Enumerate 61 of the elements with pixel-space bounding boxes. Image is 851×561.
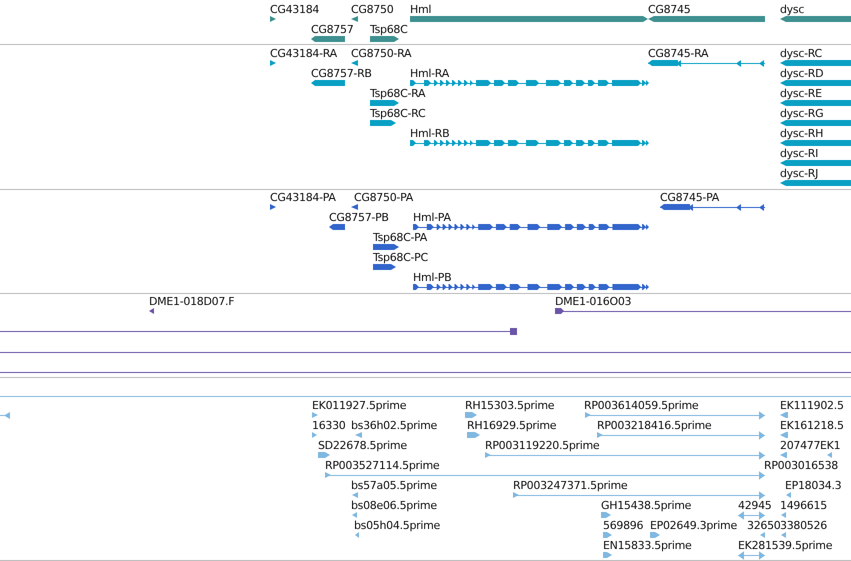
feature-name: RP003247371.5prime — [513, 479, 628, 492]
feature-name: CG43184-RA — [270, 47, 337, 60]
feature-name: 3380526 — [780, 519, 827, 532]
feature-name: RP003016538 — [764, 459, 838, 472]
feature-name: dysc-RJ — [780, 167, 818, 180]
feature-name: 42945 — [738, 499, 772, 512]
feature-name: Hml-RA — [410, 67, 449, 80]
feature-name: RH15303.5prime — [465, 399, 554, 412]
feature-name: CG8750-RA — [351, 47, 412, 60]
feature-name: GH15438.5prime — [601, 499, 692, 512]
feature-name: CG8745 — [648, 3, 690, 16]
feature-name: EK011927.5prime — [312, 399, 406, 412]
feature-name: bs36h02.5prime — [351, 419, 438, 432]
feature-name: CG8745-PA — [660, 191, 719, 204]
feature-name: CG8750 — [351, 3, 394, 16]
feature-name: Tsp68C — [370, 23, 408, 36]
feature-name: EK281539.5prime — [738, 539, 832, 552]
feature-name: EP02649.3prime — [650, 519, 737, 532]
feature-name: bs08e06.5prime — [351, 499, 437, 512]
feature-name: dysc-RG — [780, 107, 824, 120]
feature-name: CG8757 — [311, 23, 354, 36]
feature-name: bs57a05.5prime — [351, 479, 437, 492]
feature-name: RH16929.5prime — [467, 419, 556, 432]
feature-name: EP18034.3 — [785, 479, 842, 492]
feature-name: DME1-016O03 — [555, 295, 632, 308]
feature-name: EK1 — [820, 439, 840, 452]
feature-name: EK161218.5 — [780, 419, 844, 432]
feature-name: CG43184 — [270, 3, 320, 16]
feature-name: CG8750-PA — [354, 191, 413, 204]
feature-name: dysc — [780, 3, 804, 16]
feature-name: CG8757-PB — [329, 211, 389, 224]
feature-name: EN15833.5prime — [603, 539, 692, 552]
feature-name: Hml — [410, 3, 432, 16]
feature-name: dysc-RI — [780, 147, 818, 160]
feature-name: dysc-RC — [780, 47, 822, 60]
feature-name: 207477 — [780, 439, 820, 452]
feature-name: dysc-RH — [780, 127, 824, 140]
feature-name: CG8757-RB — [311, 67, 372, 80]
feature-name: EK111902.5 — [780, 399, 844, 412]
feature-name: Hml-PA — [413, 211, 451, 224]
feature-name: Hml-PB — [413, 271, 452, 284]
feature-name: RP003119220.5prime — [485, 439, 600, 452]
feature-name: Hml-RB — [410, 127, 450, 140]
feature-name: RP003527114.5prime — [325, 459, 440, 472]
feature-name: CG8745-RA — [648, 47, 708, 60]
feature-name: 16330 — [312, 419, 346, 432]
feature-name: Tsp68C-RA — [370, 87, 426, 100]
feature-name: CG43184-PA — [270, 191, 336, 204]
feature-name: SD22678.5prime — [318, 439, 407, 452]
feature-name: Tsp68C-PA — [373, 231, 428, 244]
feature-name: DME1-018D07.F — [149, 295, 234, 308]
feature-name: RP003614059.5prime — [584, 399, 698, 412]
feature-name: dysc-RD — [780, 67, 824, 80]
feature-name: Tsp68C-PC — [373, 251, 428, 264]
feature-name: 1496615 — [780, 499, 827, 512]
feature-name: 569896 — [603, 519, 644, 532]
feature-name: 32650 — [747, 519, 780, 532]
feature-name: Tsp68C-RC — [370, 107, 426, 120]
feature-name: RP003218416.5prime — [597, 419, 712, 432]
feature-name: dysc-RE — [780, 87, 822, 100]
feature-name: bs05h04.5prime — [354, 519, 440, 532]
